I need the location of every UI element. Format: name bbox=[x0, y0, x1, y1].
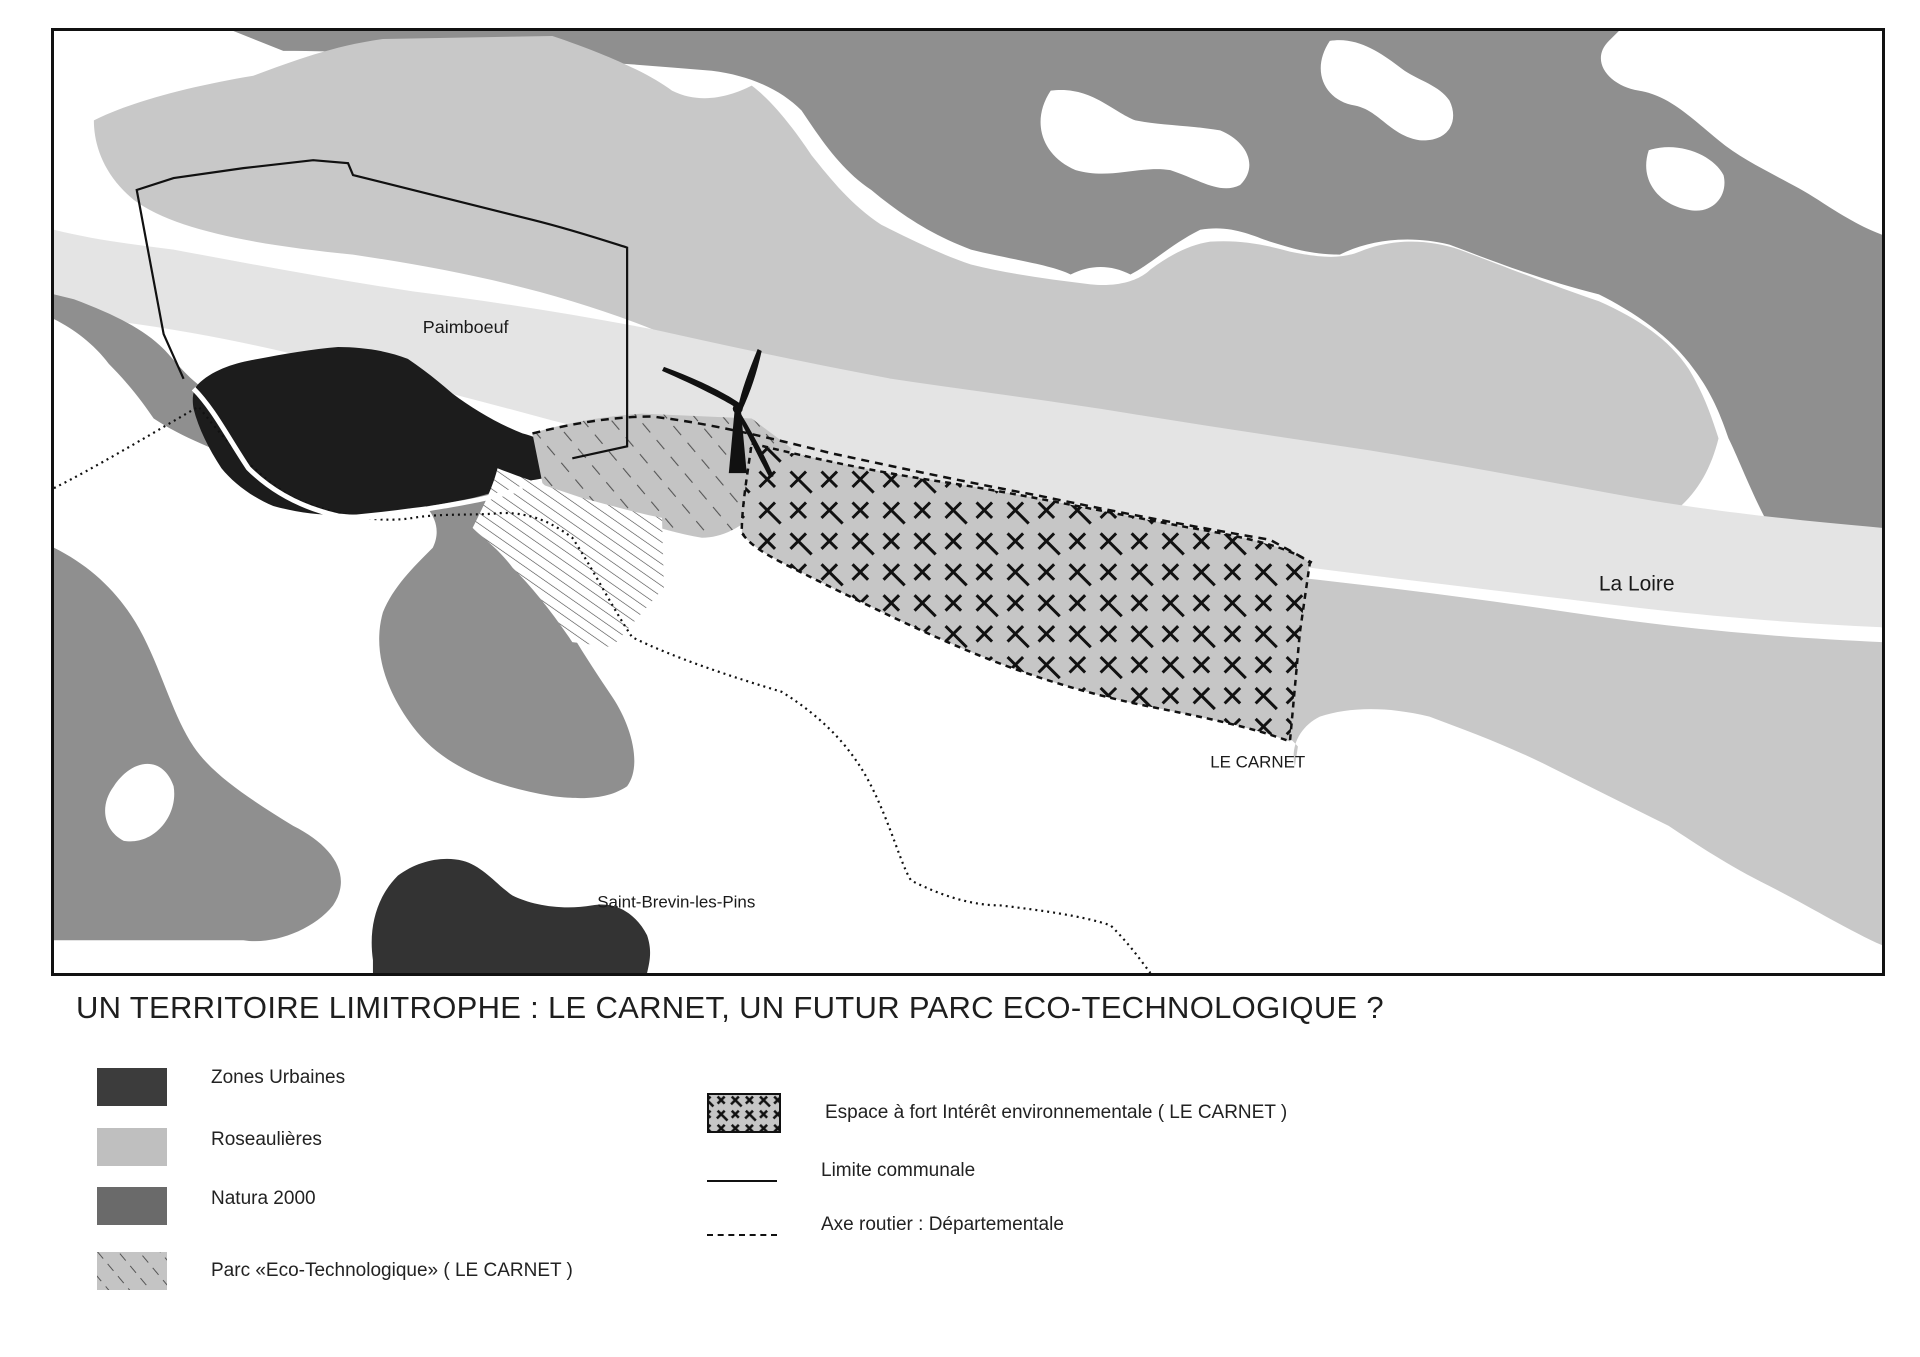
swatch-limite bbox=[707, 1152, 777, 1190]
legend-label-reeds: Roseaulières bbox=[211, 1129, 322, 1150]
map-frame: Paimboeuf La Loire LE CARNET Saint-Brevi… bbox=[51, 28, 1885, 976]
limite-communale-line bbox=[135, 159, 629, 460]
urban-paimboeuf bbox=[192, 346, 571, 516]
loire-river bbox=[54, 229, 1882, 628]
urban-saint-brevin bbox=[371, 858, 651, 973]
legend-label-limite: Limite communale bbox=[821, 1160, 976, 1181]
legend-axe-routier: Axe routier : Départementale bbox=[707, 1206, 1064, 1244]
land-inlets-west bbox=[105, 645, 296, 842]
road-departementale bbox=[532, 415, 1313, 564]
legend-limite-communale: Limite communale bbox=[707, 1152, 975, 1190]
swatch-road bbox=[707, 1206, 777, 1244]
label-paimboeuf: Paimboeuf bbox=[423, 317, 509, 337]
roseaulieres-north bbox=[93, 35, 1719, 528]
legend-parc-eco: Parc «Eco-Technologique» ( LE CARNET ) bbox=[97, 1252, 573, 1290]
shoreline-band bbox=[191, 386, 524, 520]
swatch-parc bbox=[97, 1252, 167, 1290]
legend-roseaulieres: Roseaulières bbox=[97, 1128, 322, 1166]
label-la-loire: La Loire bbox=[1599, 572, 1675, 595]
swatch-espace bbox=[707, 1093, 781, 1133]
wind-turbine-icon bbox=[662, 348, 774, 479]
label-le-carnet: LE CARNET bbox=[1210, 752, 1305, 771]
legend-zones-urbaines: Zones Urbaines bbox=[97, 1067, 346, 1106]
parc-hatch-area bbox=[472, 468, 664, 648]
swatch-urban bbox=[97, 1068, 167, 1106]
label-saint-brevin: Saint-Brevin-les-Pins bbox=[597, 892, 755, 911]
map-canvas: Paimboeuf La Loire LE CARNET Saint-Brevi… bbox=[54, 31, 1882, 973]
legend-label-parc: Parc «Eco-Technologique» ( LE CARNET ) bbox=[211, 1260, 573, 1281]
natura-2000-west bbox=[54, 294, 635, 942]
map-title: UN TERRITOIRE LIMITROPHE : LE CARNET, UN… bbox=[76, 990, 1384, 1025]
swatch-natura bbox=[97, 1187, 167, 1225]
legend-label-natura: Natura 2000 bbox=[211, 1188, 316, 1209]
legend-label-espace: Espace à fort Intérêt environnementale (… bbox=[825, 1102, 1288, 1123]
espace-interet-area bbox=[740, 441, 1312, 744]
swatch-reeds bbox=[97, 1128, 167, 1166]
legend-espace-interet: Espace à fort Intérêt environnementale (… bbox=[707, 1093, 1287, 1133]
legend-label-road: Axe routier : Départementale bbox=[821, 1214, 1064, 1235]
natura-2000-north bbox=[233, 31, 1882, 628]
roseaulieres-south bbox=[1206, 572, 1882, 946]
land-holes-north bbox=[1040, 31, 1882, 235]
legend-label-urban: Zones Urbaines bbox=[211, 1067, 346, 1088]
district-boundary-dotted bbox=[54, 405, 1152, 973]
legend-natura-2000: Natura 2000 bbox=[97, 1187, 316, 1225]
